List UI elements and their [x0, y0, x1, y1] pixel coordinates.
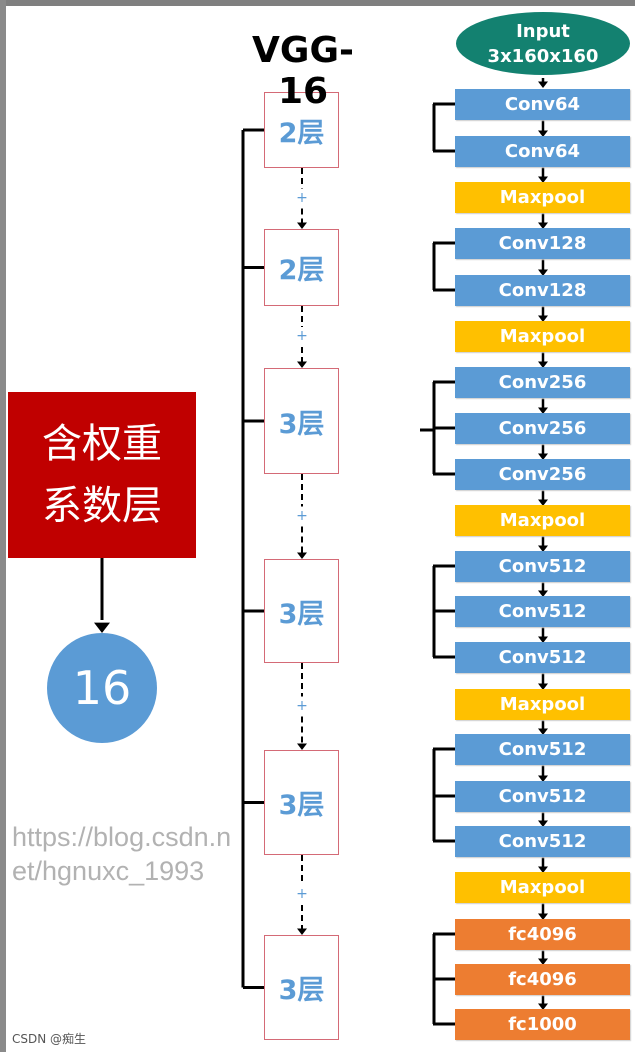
flow-arrow [538, 361, 548, 368]
csdn-tag: CSDN @痴生 [12, 1032, 87, 1046]
layer-pool: Maxpool [455, 872, 630, 903]
layer-count-value: 16 [72, 661, 132, 715]
block-arrow [297, 361, 307, 368]
input-label: Input [516, 20, 570, 42]
plus-symbol: + [296, 697, 308, 714]
layer-label: Maxpool [499, 694, 586, 715]
flow-arrow [538, 499, 548, 506]
layer-conv: Conv512 [455, 734, 630, 765]
layer-conv: Conv64 [455, 136, 630, 167]
plus-symbol: + [296, 886, 308, 902]
layer-label: Conv64 [504, 94, 581, 115]
layer-pool: Maxpool [455, 321, 630, 352]
block-label: 3层 [278, 408, 325, 440]
layer-fc: fc4096 [455, 919, 630, 950]
plus-symbol: + [296, 507, 308, 524]
layer-conv: Conv512 [455, 551, 630, 582]
layer-conv: Conv512 [455, 826, 630, 857]
layer-count-circle: 16 [47, 633, 157, 743]
count-arrow [94, 622, 110, 633]
flow-arrow [538, 820, 548, 827]
layer-group-block: 3层 [264, 750, 339, 855]
weighted-layers-box: 含权重系数层 [8, 392, 196, 558]
diagram-title: VGG-16 [252, 30, 354, 112]
watermark: https://blog.csdn.net/hgnuxc_1993 [12, 822, 232, 886]
flow-arrow [538, 958, 548, 965]
layer-fc: fc4096 [455, 964, 630, 995]
layer-conv: Conv512 [455, 781, 630, 812]
block-label: 2层 [278, 117, 325, 149]
layer-label: Maxpool [499, 326, 586, 347]
flow-arrow [538, 176, 548, 183]
connector-lines [94, 78, 548, 1026]
layer-label: Conv512 [498, 786, 587, 807]
block-label: 3层 [278, 975, 325, 1006]
flow-arrow [538, 315, 548, 322]
flow-arrow [538, 590, 548, 597]
layer-conv: Conv128 [455, 275, 630, 306]
window-frame-top [0, 0, 635, 6]
block-arrow [297, 743, 307, 750]
flow-arrow [538, 728, 548, 735]
window-frame-left [0, 0, 6, 1052]
layer-label: Conv512 [498, 831, 587, 852]
plus-symbol: + [296, 189, 308, 206]
layer-label: Conv128 [498, 280, 587, 301]
flow-arrow [538, 453, 548, 460]
flow-arrow [538, 222, 548, 229]
block-arrow [297, 552, 307, 559]
input-shape: 3x160x160 [487, 45, 599, 67]
layer-label: Conv256 [498, 464, 587, 485]
layer-label: Conv256 [498, 418, 587, 439]
plus-symbol: + [296, 328, 308, 344]
layer-conv: Conv512 [455, 596, 630, 627]
flow-arrow [538, 866, 548, 873]
layer-label: Maxpool [499, 510, 586, 531]
block-label: 3层 [278, 790, 325, 821]
layer-fc: fc1000 [455, 1009, 630, 1040]
layer-label: Conv512 [498, 556, 587, 577]
layer-label: Conv512 [498, 739, 587, 760]
layer-conv: Conv256 [455, 367, 630, 398]
flow-arrow [538, 636, 548, 643]
layer-label: Conv64 [504, 141, 581, 162]
layer-group-block: 3层 [264, 935, 339, 1040]
layer-conv: Conv64 [455, 89, 630, 120]
flow-arrow [538, 407, 548, 414]
layer-conv: Conv256 [455, 413, 630, 444]
flow-arrow [538, 775, 548, 782]
layer-conv: Conv128 [455, 228, 630, 259]
layer-label: Conv256 [498, 372, 587, 393]
block-label: 3层 [278, 598, 325, 630]
input-node: Input 3x160x160 [456, 12, 630, 75]
layer-pool: Maxpool [455, 505, 630, 536]
layer-label: fc4096 [508, 924, 577, 945]
layer-label: Conv512 [498, 601, 587, 622]
layer-label: Maxpool [499, 187, 586, 208]
layer-label: fc1000 [508, 1014, 577, 1035]
flow-arrow [538, 545, 548, 552]
layer-label: Maxpool [499, 877, 586, 898]
weighted-layers-label: 含权重系数层 [42, 421, 162, 529]
layer-group-block: 3层 [264, 559, 339, 663]
flow-arrow [538, 913, 548, 920]
layer-group-block: 2层 [264, 92, 339, 168]
layer-group-block: 2层 [264, 229, 339, 306]
flow-arrow [538, 1003, 548, 1010]
flow-arrow [538, 81, 548, 88]
layer-conv: Conv512 [455, 642, 630, 673]
layer-pool: Maxpool [455, 689, 630, 720]
flow-arrow [538, 269, 548, 276]
block-arrow [297, 222, 307, 229]
layer-label: Conv512 [498, 647, 587, 668]
block-label: 2层 [278, 255, 325, 286]
layer-label: Conv128 [498, 233, 587, 254]
layer-pool: Maxpool [455, 182, 630, 213]
block-arrow [297, 928, 307, 935]
layer-conv: Conv256 [455, 459, 630, 490]
flow-arrow [538, 130, 548, 137]
flow-arrow [538, 683, 548, 690]
layer-label: fc4096 [508, 969, 577, 990]
layer-group-block: 3层 [264, 368, 339, 474]
